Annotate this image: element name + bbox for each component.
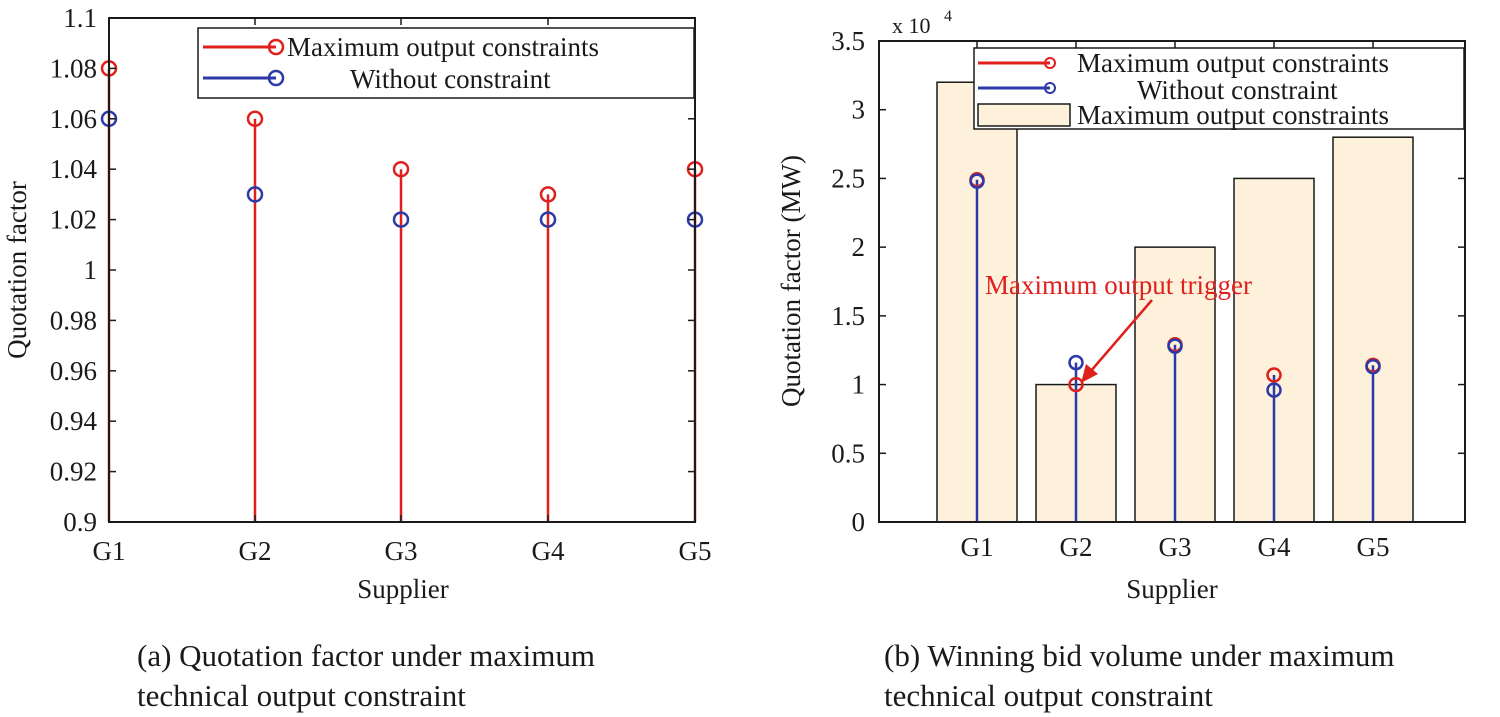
chart-b-annotation: Maximum output trigger	[985, 270, 1252, 383]
chart-b-caption-line-2: technical output constraint	[884, 678, 1213, 713]
chart-b-marker-constraint-1	[1068, 376, 1084, 393]
chart-b-marker-constraint-3	[1266, 367, 1282, 383]
chart-a-ytick-label-6: 1.02	[50, 205, 97, 235]
chart-a-xlabel: Supplier	[357, 574, 449, 604]
chart-a-marker-unconstrained-2	[392, 211, 410, 228]
chart-a-x-ticks: G1 G2 G3 G4 G5	[93, 18, 712, 566]
chart-a-ytick-label-0: 0.9	[63, 507, 97, 537]
chart-a-ytick-label-7: 1.04	[50, 154, 98, 184]
chart-a-ytick-label-1: 0.92	[50, 457, 97, 487]
chart-b-ytick-label-7: 3.5	[831, 26, 865, 56]
chart-a-legend-marker-1	[267, 69, 285, 87]
chart-b-marker-unconstrained-2	[1167, 338, 1183, 354]
chart-b-marker-unconstrained-0	[969, 173, 985, 189]
chart-a-xtick-label-4: G5	[679, 536, 712, 566]
chart-b-ytick-label-0: 0	[852, 507, 866, 537]
chart-b-xtick-label-4: G5	[1357, 532, 1390, 562]
chart-b-axes-box	[878, 40, 1466, 523]
chart-a-legend-box	[197, 27, 695, 99]
chart-b-marker-unconstrained-4	[1365, 358, 1381, 375]
chart-a-marker-unconstrained-1	[246, 186, 264, 203]
chart-a-xtick-label-2: G3	[385, 536, 418, 566]
chart-b-ytick-label-3: 1.5	[831, 301, 865, 331]
chart-a-legend-label-1: Without constraint	[350, 64, 551, 94]
chart-a-caption-line-2: technical output constraint	[137, 678, 466, 713]
chart-a-ytick-label-10: 1.1	[63, 3, 97, 33]
chart-b-annotation-text: Maximum output trigger	[985, 270, 1252, 300]
chart-b-scale-label: x 10	[892, 13, 931, 38]
chart-b-scale-exponent: 4	[944, 8, 952, 25]
chart-b-marker-unconstrained-3	[1266, 382, 1282, 398]
chart-a-legend-label-0: Maximum output constraints	[287, 32, 599, 62]
chart-a-axes-box	[108, 17, 696, 523]
chart-b-xlabel: Supplier	[1126, 574, 1218, 604]
chart-b-legend-marker-0	[1044, 57, 1056, 69]
chart-a-xtick-label-0: G1	[93, 536, 126, 566]
chart-b-caption-line-1: (b) Winning bid volume under maximum	[884, 638, 1394, 673]
chart-b-annotation-arrow-shaft	[1089, 299, 1153, 373]
chart-a-marker-constraint-3	[539, 186, 557, 203]
chart-b-legend-label-1: Without constraint	[1137, 75, 1338, 105]
chart-b-legend-label-2: Maximum output constraints	[1077, 100, 1389, 130]
chart-a: 0.90.920.940.960.9811.021.041.061.081.1 …	[2, 3, 712, 713]
chart-b-legend-label-0: Maximum output constraints	[1077, 48, 1389, 78]
chart-b-xtick-label-1: G2	[1060, 532, 1093, 562]
chart-b-xtick-label-2: G3	[1159, 532, 1192, 562]
chart-b-ytick-label-6: 3	[852, 95, 866, 125]
chart-a-ytick-label-8: 1.06	[50, 104, 97, 134]
chart-a-ytick-label-3: 0.96	[50, 356, 97, 386]
chart-a-ytick-label-9: 1.08	[50, 53, 97, 83]
chart-a-xtick-label-1: G2	[239, 536, 272, 566]
chart-b-xtick-label-3: G4	[1258, 532, 1291, 562]
chart-a-legend-marker-0	[267, 38, 285, 56]
chart-b-xtick-label-0: G1	[961, 532, 994, 562]
chart-b-y-ticks: 0 0.5 1 1.5 2 2.5 3 3.5	[831, 26, 1465, 537]
chart-b-ytick-label-5: 2.5	[831, 163, 865, 193]
chart-a-marker-unconstrained-3	[539, 211, 557, 228]
chart-a-xtick-label-3: G4	[532, 536, 565, 566]
chart-b-ytick-label-4: 2	[852, 232, 866, 262]
chart-b-marker-unconstrained-1	[1068, 354, 1084, 371]
chart-b-ylabel: Quotation factor (MW)	[776, 155, 806, 407]
chart-b-stems	[969, 172, 1381, 522]
chart-a-ylabel: Quotation factor	[2, 181, 32, 359]
chart-b: 0 0.5 1 1.5 2 2.5 3 3.5 G1 G2 G3 G4 G5 x 10 4 Quota…	[776, 8, 1466, 713]
chart-b-ytick-label-1: 0.5	[831, 438, 865, 468]
chart-b-annotation-arrow-head	[1081, 364, 1098, 383]
chart-a-ytick-label-4: 0.98	[50, 305, 97, 335]
chart-a-ytick-label-5: 1	[84, 255, 98, 285]
chart-b-legend: Maximum output constraints Without const…	[973, 47, 1465, 130]
chart-a-legend: Maximum output constraints Without const…	[197, 27, 695, 99]
chart-b-ytick-label-2: 1	[852, 370, 866, 400]
chart-a-marker-constraint-2	[392, 160, 410, 178]
chart-b-legend-swatch-2	[977, 103, 1071, 127]
chart-a-ytick-label-2: 0.94	[50, 406, 98, 436]
chart-b-x-ticks: G1 G2 G3 G4 G5	[961, 41, 1390, 562]
chart-a-marker-constraint-1	[246, 110, 264, 128]
chart-a-caption-line-1: (a) Quotation factor under maximum	[137, 638, 595, 673]
chart-b-legend-marker-1	[1044, 82, 1056, 94]
